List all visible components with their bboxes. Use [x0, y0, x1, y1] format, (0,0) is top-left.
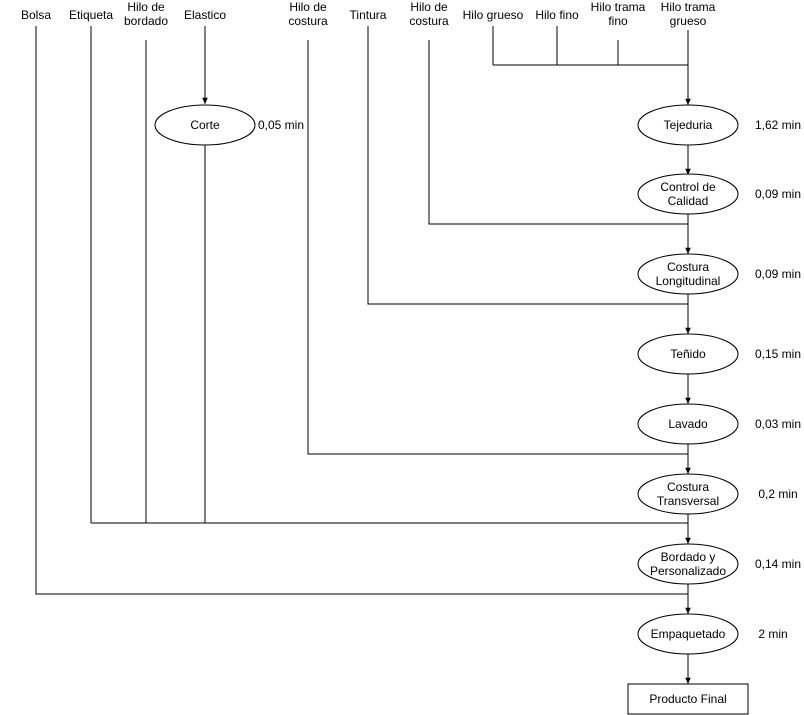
node-tejeduria-label: Tejeduria: [664, 118, 713, 132]
node-corte-shape: [154, 104, 256, 146]
node-empaquetado-time: 2 min: [758, 627, 787, 641]
node-control-calidad-time: 0,09 min: [755, 187, 801, 201]
node-costura-longitudinal-time: 0,09 min: [755, 267, 801, 281]
connectors: [35, 26, 691, 684]
node-lavado-time: 0,03 min: [755, 417, 801, 431]
node-tenido-label: Teñido: [670, 347, 706, 361]
process-nodes: Corte 0,05 min Tejeduria 1,62 min Contro…: [154, 104, 801, 715]
node-costura-longitudinal-shape: [637, 253, 739, 295]
node-empaquetado-shape: [637, 613, 739, 655]
input-hilo-fino: Hilo fino: [535, 8, 579, 22]
node-tenido-time: 0,15 min: [755, 347, 801, 361]
node-costura-transversal-shape: [637, 473, 739, 515]
node-empaquetado-label: Empaquetado: [651, 627, 726, 641]
node-lavado: Lavado 0,03 min: [637, 403, 801, 445]
input-elastico: Elastico: [184, 8, 226, 22]
node-tenido-shape: [637, 333, 739, 375]
bolsa-line: [35, 26, 688, 595]
node-producto-final-shape: [627, 683, 749, 715]
node-producto-final-label: Producto Final: [649, 692, 726, 706]
input-tintura: Tintura: [350, 8, 387, 22]
node-tejeduria-time: 1,62 min: [755, 118, 801, 132]
tintura-line: [367, 26, 688, 305]
hilo-costura-2-line: [428, 40, 688, 225]
node-bordado-personalizado-shape: [637, 543, 739, 585]
node-lavado-shape: [637, 403, 739, 445]
node-costura-transversal-time: 0,2 min: [758, 487, 797, 501]
node-tejeduria-shape: [637, 104, 739, 146]
node-tejeduria: Tejeduria 1,62 min: [637, 104, 801, 146]
node-corte-time: 0,05 min: [258, 118, 304, 132]
hilo-costura-1-line: [307, 40, 688, 455]
node-corte-label: Corte: [190, 118, 220, 132]
input-etiqueta: Etiqueta: [69, 8, 113, 22]
node-corte: Corte 0,05 min: [154, 104, 304, 146]
node-empaquetado: Empaquetado 2 min: [637, 613, 788, 655]
node-tenido: Teñido 0,15 min: [637, 333, 801, 375]
node-bordado-personalizado-time: 0,14 min: [755, 557, 801, 571]
input-bolsa: Bolsa: [21, 8, 51, 22]
node-control-calidad-shape: [637, 173, 739, 215]
input-hilo-grueso: Hilo grueso: [463, 8, 524, 22]
node-lavado-label: Lavado: [668, 417, 708, 431]
node-producto-final: Producto Final: [627, 683, 749, 715]
